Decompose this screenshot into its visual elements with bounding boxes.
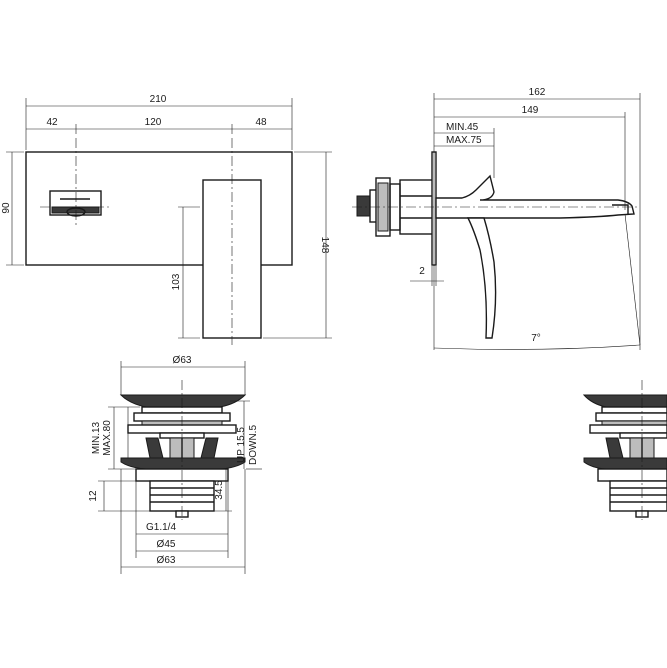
dim-right-offset: 48 <box>255 117 267 128</box>
spout <box>435 174 635 219</box>
dim-center-span: 120 <box>145 117 162 128</box>
dim-plate-thickness: 2 <box>419 266 425 277</box>
dim-height-max: MAX.80 <box>102 420 113 456</box>
dim-spout-length: 149 <box>522 105 539 116</box>
dim-body-diameter: Ø45 <box>157 539 176 550</box>
dim-left-offset: 42 <box>46 117 58 128</box>
front-view: 210 42 120 48 90 148 103 <box>1 94 332 345</box>
wall-plate <box>25 151 293 266</box>
dim-flange-height: 34.5 <box>214 480 225 500</box>
dim-thread: G1.1/4 <box>146 522 176 533</box>
dim-wall-max: MAX.75 <box>446 135 482 146</box>
dim-flange-diameter: Ø63 <box>157 555 176 566</box>
dim-travel-up: UP 15.5 <box>236 427 247 463</box>
spout-outlet <box>49 190 102 217</box>
dim-height-min: MIN.13 <box>91 421 102 454</box>
dim-lever-height: 103 <box>171 273 182 290</box>
dim-total-length: 162 <box>529 87 546 98</box>
dim-thread-height: 12 <box>88 490 99 502</box>
dim-cap-diameter: Ø63 <box>173 355 192 366</box>
waste-valve-dimensioned: Ø63 MIN.13 MAX.80 UP 15.5 DOWN.5 34.5 12… <box>88 355 262 574</box>
dim-angle: 7° <box>531 333 541 344</box>
dim-plate-height: 90 <box>1 202 12 214</box>
waste-valve-plain <box>582 380 667 520</box>
dim-total-height: 148 <box>319 237 330 254</box>
dim-total-width: 210 <box>150 94 167 105</box>
waste-spider <box>145 437 219 459</box>
waste-flange <box>120 457 246 470</box>
lever-side <box>466 217 497 339</box>
dim-wall-min: MIN.45 <box>446 122 479 133</box>
side-view: 162 149 MIN.45 MAX.75 2 7° <box>352 87 641 350</box>
dim-travel-down: DOWN.5 <box>248 425 259 465</box>
waste-cap <box>119 394 247 408</box>
